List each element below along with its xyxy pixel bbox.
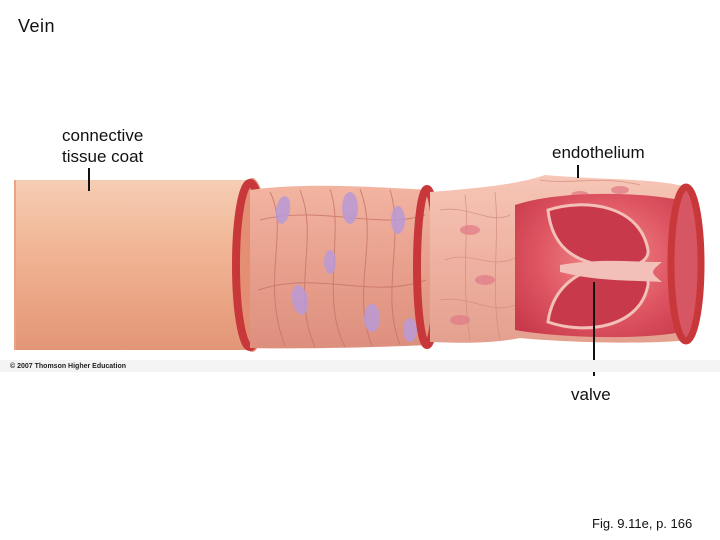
connective-tissue-label-line1: connective (62, 126, 144, 145)
diagram-title: Vein (18, 16, 56, 36)
figure-reference: Fig. 9.11e, p. 166 (592, 516, 693, 531)
vein-opening-rim (667, 183, 705, 345)
valve-label: valve (571, 385, 611, 404)
muscle-nuclei (275, 192, 417, 342)
smooth-muscle-layer (250, 185, 441, 349)
endothelial-nuclei (450, 186, 629, 325)
credit-strip (0, 360, 720, 372)
endothelium-label: endothelium (552, 143, 645, 162)
endothelium-layer (430, 175, 705, 345)
connective-tissue-coat-label: connective tissue coat (62, 125, 143, 167)
copyright-credit: © 2007 Thomson Higher Education (10, 363, 127, 370)
connective-tissue-coat (14, 178, 270, 352)
valve (546, 203, 662, 330)
valve-cusps-meeting (560, 260, 662, 282)
connective-tissue-label-line2: tissue coat (62, 147, 144, 166)
